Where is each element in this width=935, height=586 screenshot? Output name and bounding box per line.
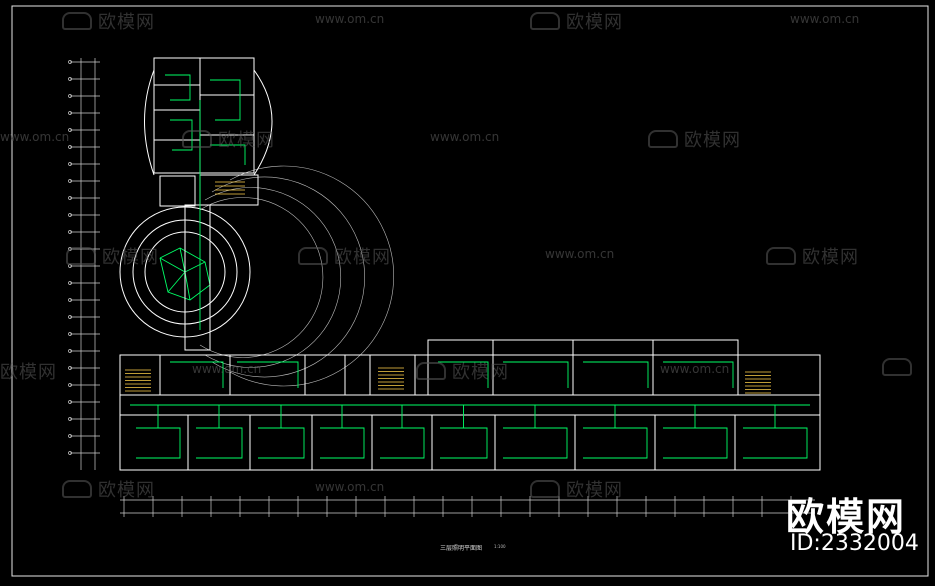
axis-bubble xyxy=(68,332,72,336)
watermark-url: www.om.cn xyxy=(315,480,385,494)
watermark-logo: 欧模网 xyxy=(298,243,391,269)
watermark-logo: 欧模网 xyxy=(530,8,623,34)
axis-bubble xyxy=(68,213,72,217)
watermark-logo: 欧模网 xyxy=(0,358,57,384)
axis-bubble xyxy=(68,400,72,404)
rotunda-arcs xyxy=(199,165,394,387)
watermark-text: 欧模网 xyxy=(452,362,509,383)
watermark-logo: 欧模网 xyxy=(766,243,859,269)
lighting-circuit xyxy=(136,427,181,459)
watermark-url: www.om.cn xyxy=(0,130,70,144)
axis-bubble xyxy=(68,366,72,370)
drawing-title: 三层照明平面图 xyxy=(440,545,483,552)
axis-bubble xyxy=(68,383,72,387)
lighting-circuit xyxy=(380,427,425,459)
axis-bubble xyxy=(68,111,72,115)
axis-bubble xyxy=(68,230,72,234)
axis-bubble xyxy=(68,315,72,319)
lighting-circuit xyxy=(583,427,648,459)
watermark-text: 欧模网 xyxy=(98,12,155,33)
axis-bubble xyxy=(68,128,72,132)
watermark-text: 欧模网 xyxy=(566,480,623,501)
watermark-logo: 欧模网 xyxy=(530,476,623,502)
left-dimension-chain xyxy=(68,58,100,470)
watermark-logo: 欧模网 xyxy=(62,8,155,34)
watermark-logo: 欧模网 xyxy=(648,126,741,152)
brand-logo-text: 欧模网 xyxy=(786,495,907,539)
axis-bubble xyxy=(68,179,72,183)
lighting-circuit xyxy=(663,427,728,459)
watermark-url: www.om.cn xyxy=(192,362,262,376)
sofa-logo-icon xyxy=(298,247,328,265)
drawing-scale: 1:100 xyxy=(494,544,506,549)
drawing-border xyxy=(11,5,929,577)
axis-bubble xyxy=(68,281,72,285)
sofa-logo-icon xyxy=(182,130,212,148)
lighting-circuit xyxy=(258,427,305,459)
main-wing-stairs xyxy=(125,367,771,394)
lighting-circuit xyxy=(503,361,569,388)
watermark-logo: 欧模网 xyxy=(416,358,509,384)
watermark-logo: 欧模网 xyxy=(182,126,275,152)
watermark-logo: 欧模网 xyxy=(62,476,155,502)
watermark-text: 欧模网 xyxy=(218,130,275,151)
lighting-circuit xyxy=(503,427,568,459)
lighting-circuit xyxy=(196,427,243,459)
watermark-logo: 欧模网 xyxy=(66,243,159,269)
axis-bubble xyxy=(68,451,72,455)
lighting-circuit xyxy=(320,427,365,459)
sofa-logo-icon xyxy=(66,247,96,265)
watermark-text: 欧模网 xyxy=(802,247,859,268)
watermark-url: www.om.cn xyxy=(660,362,730,376)
lighting-circuit xyxy=(743,427,808,459)
lighting-circuit xyxy=(440,427,488,459)
sofa-logo-icon xyxy=(530,480,560,498)
north-stair xyxy=(215,181,245,195)
watermark-text: 欧模网 xyxy=(684,130,741,151)
watermark-url: www.om.cn xyxy=(315,12,385,26)
watermark-text: 欧模网 xyxy=(0,362,57,383)
watermark-text: 欧模网 xyxy=(98,480,155,501)
sofa-logo-icon xyxy=(648,130,678,148)
sofa-logo-icon xyxy=(62,12,92,30)
watermark-text: 欧模网 xyxy=(334,247,391,268)
watermark-url: www.om.cn xyxy=(545,247,615,261)
watermark-url: www.om.cn xyxy=(790,12,860,26)
axis-bubble xyxy=(68,298,72,302)
lighting-circuit xyxy=(438,361,489,388)
axis-bubble xyxy=(68,94,72,98)
model-id: ID:2332004 xyxy=(790,531,919,556)
axis-bubble xyxy=(68,434,72,438)
main-wing-circuits xyxy=(130,361,810,459)
watermark-text: 欧模网 xyxy=(566,12,623,33)
lighting-circuit xyxy=(583,361,649,388)
sofa-logo-icon xyxy=(766,247,796,265)
sofa-logo-icon xyxy=(882,358,912,376)
axis-bubble xyxy=(68,77,72,81)
axis-bubble xyxy=(68,196,72,200)
lighting-circuit xyxy=(170,361,224,388)
axis-bubble xyxy=(68,145,72,149)
main-wing-walls xyxy=(119,339,821,471)
north-wing-circuits xyxy=(165,74,246,330)
watermark-logo xyxy=(882,358,918,379)
lighting-circuit xyxy=(663,361,734,388)
watermark-url: www.om.cn xyxy=(430,130,500,144)
bottom-dimension-chain xyxy=(120,496,815,517)
axis-bubble xyxy=(68,60,72,64)
sofa-logo-icon xyxy=(62,480,92,498)
rotunda-circuits xyxy=(159,247,211,301)
lighting-circuit xyxy=(237,361,299,388)
axis-bubble xyxy=(68,349,72,353)
axis-bubble xyxy=(68,417,72,421)
sofa-logo-icon xyxy=(530,12,560,30)
axis-bubble xyxy=(68,162,72,166)
sofa-logo-icon xyxy=(416,362,446,380)
watermark-text: 欧模网 xyxy=(102,247,159,268)
